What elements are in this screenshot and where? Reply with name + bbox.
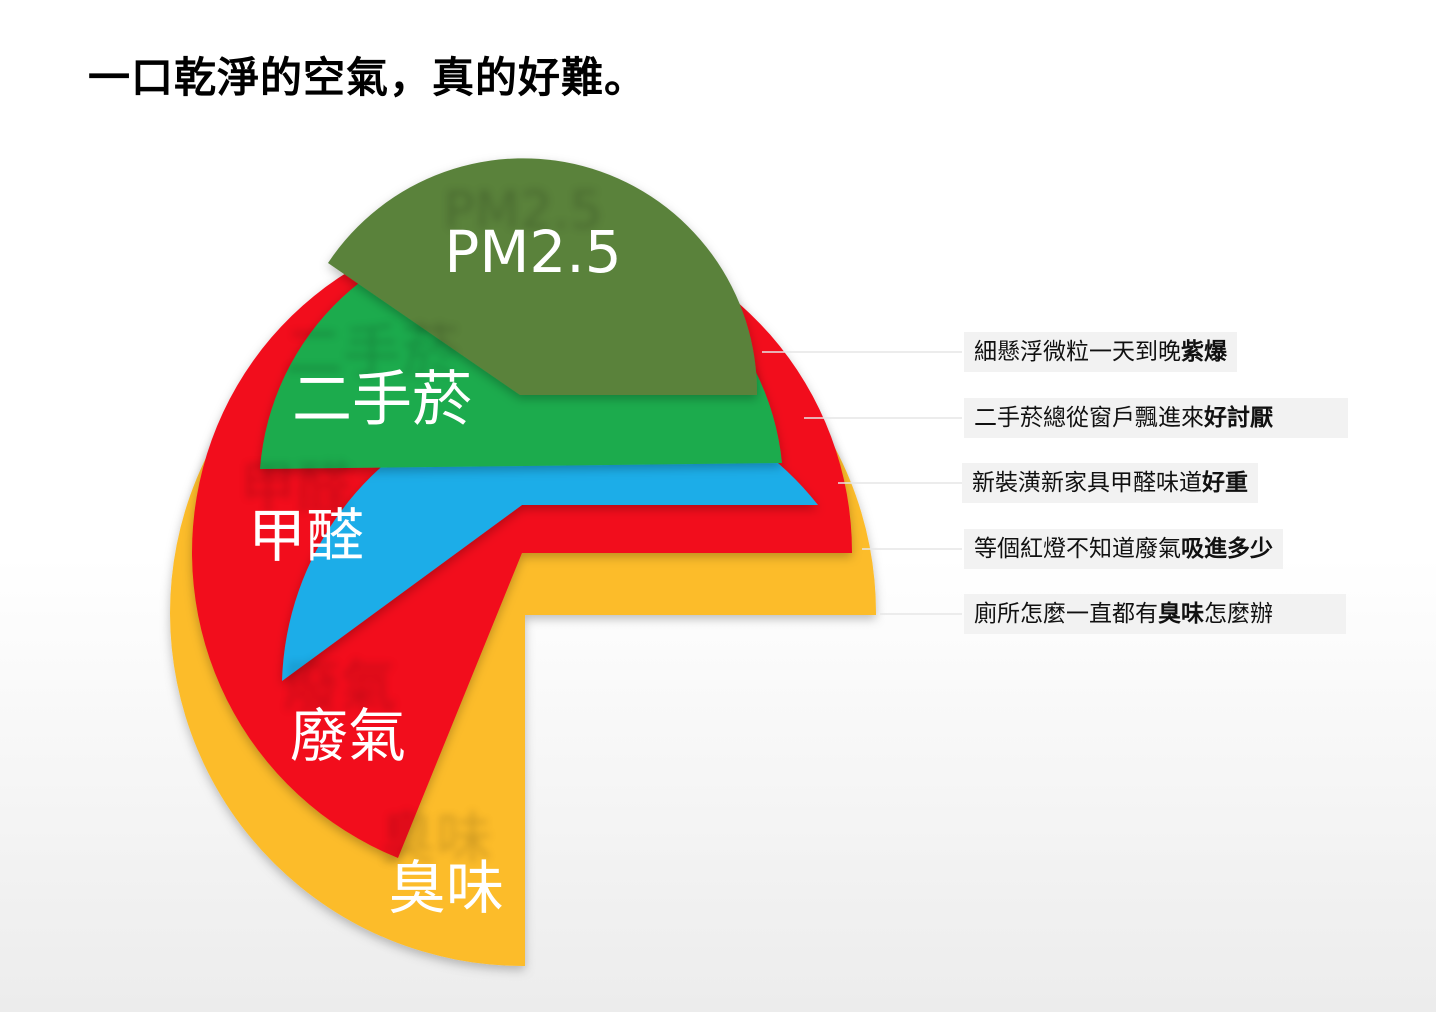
pm25-segment — [328, 158, 758, 395]
exhaust-callout: 等個紅燈不知道廢氣吸進多少 — [964, 529, 1283, 569]
pm25-label: PM2.5 — [444, 218, 621, 286]
exhaust-callout-emphasis: 吸進多少 — [1181, 536, 1273, 562]
formaldehyde-label-shadow: 甲醛 — [240, 457, 352, 522]
pm25-callout-text: 細懸浮微粒一天到晚 — [974, 339, 1181, 365]
smoke-label: 二手菸 — [292, 365, 472, 435]
smoke-callout: 二手菸總從窗戶飄進來好討厭 — [964, 398, 1348, 438]
exhaust-callout-text: 等個紅燈不知道廢氣 — [974, 536, 1181, 562]
smoke-label-shadow: 二手菸 — [285, 318, 459, 386]
formaldehyde-callout-emphasis: 好重 — [1202, 470, 1248, 496]
odor-callout: 廁所怎麼一直都有臭味怎麼辦 — [964, 594, 1346, 634]
formaldehyde-label: 甲醛 — [248, 502, 364, 570]
odor-label: 臭味 — [388, 854, 504, 922]
smoke-callout-emphasis: 好討厭 — [1204, 405, 1273, 431]
pm25-callout-emphasis: 紫爆 — [1181, 339, 1227, 365]
exhaust-label-shadow: 廢氣 — [284, 655, 396, 720]
pm25-callout: 細懸浮微粒一天到晚紫爆 — [964, 332, 1237, 372]
pm25-label-shadow: PM2.5 — [444, 181, 603, 241]
page-title: 一口乾淨的空氣，真的好難。 — [88, 53, 648, 102]
formaldehyde-callout: 新裝潢新家具甲醛味道好重 — [962, 463, 1258, 503]
smoke-callout-text: 二手菸總從窗戶飄進來 — [974, 405, 1204, 431]
formaldehyde-callout-text: 新裝潢新家具甲醛味道 — [972, 470, 1202, 496]
exhaust-label: 廢氣 — [290, 702, 406, 770]
odor-callout-text: 廁所怎麼一直都有 — [974, 601, 1158, 627]
odor-callout-emphasis: 臭味 — [1158, 601, 1204, 627]
odor-callout-tail: 怎麼辦 — [1204, 601, 1273, 627]
odor-label-shadow: 臭味 — [380, 807, 492, 872]
